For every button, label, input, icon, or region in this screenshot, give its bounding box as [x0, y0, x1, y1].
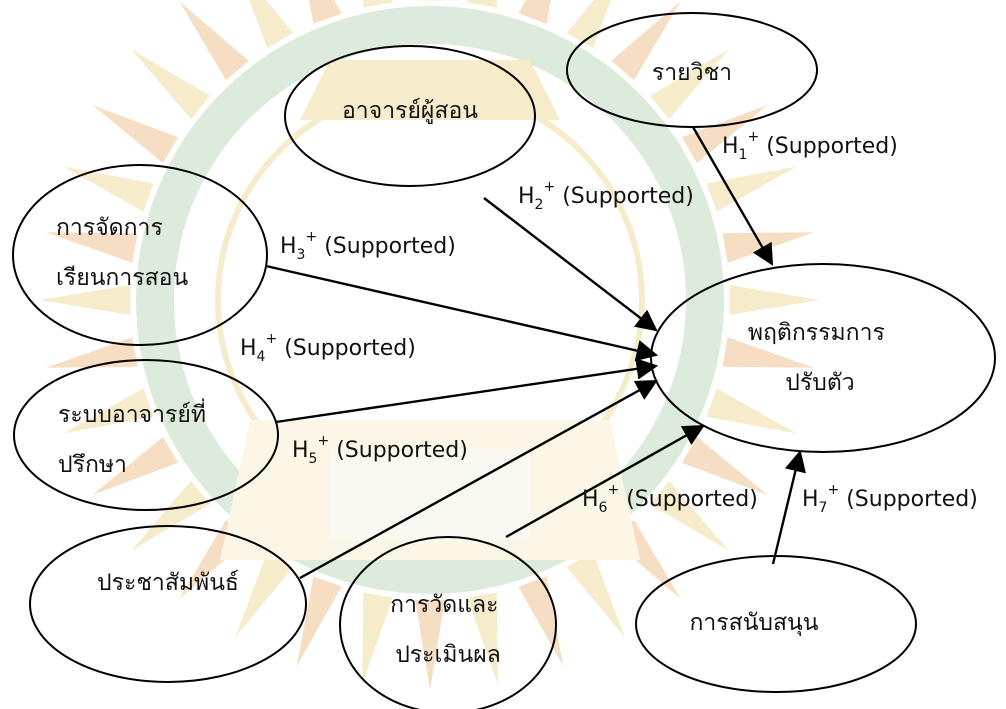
- seal-ray: [179, 1, 249, 81]
- seal-ray: [235, 551, 294, 638]
- seal-ray: [729, 285, 820, 315]
- seal-ray: [467, 592, 498, 685]
- node-support-label: การสนับสนุน: [689, 610, 818, 636]
- seal-ray: [649, 49, 729, 119]
- seal-ray: [467, 0, 497, 8]
- seal-ray: [40, 285, 131, 315]
- node-advisor: [13, 359, 279, 511]
- arrow-h4: [275, 358, 659, 424]
- node-support: [635, 555, 917, 693]
- seal-ray: [681, 105, 768, 164]
- node-teaching-label: การจัดการ เรียนการสอน: [56, 215, 188, 291]
- node-adaptation-label: พฤติกรรมการ ปรับตัว: [748, 320, 892, 396]
- seal-ray: [363, 0, 393, 8]
- arrow-h1: [691, 126, 774, 266]
- seal-ray: [611, 519, 681, 599]
- seal-ray: [706, 166, 797, 212]
- arrow-h5: [299, 379, 658, 580]
- seal-ray: [706, 388, 797, 434]
- seal-ray: [681, 436, 768, 495]
- seal-ray: [45, 232, 138, 263]
- node-instructor: [284, 45, 536, 187]
- seal-ray: [92, 436, 179, 495]
- node-course: [566, 12, 818, 128]
- seal-ray: [63, 388, 154, 434]
- arrow-h2: [483, 197, 658, 332]
- node-course-label: รายวิชา: [652, 60, 732, 86]
- seal-ray: [131, 49, 211, 119]
- node-evaluation: [339, 536, 557, 709]
- node-advisor-label: ระบบอาจารย์ที่ ปรึกษา: [58, 398, 213, 478]
- seal-ray: [296, 576, 342, 667]
- arrow-h7: [771, 449, 806, 565]
- node-pr-label: ประชาสัมพันธ์: [97, 569, 239, 596]
- hypothesis-h5-label: H5+ (Supported): [292, 433, 468, 467]
- seal-ray: [518, 0, 551, 24]
- seal-ray: [63, 166, 154, 212]
- seal-ray: [415, 599, 445, 690]
- node-teaching: [12, 164, 268, 346]
- seal-ray: [518, 576, 564, 667]
- university-seal-watermark: [40, 0, 820, 690]
- seal-ray: [249, 0, 294, 49]
- seal-ray: [649, 481, 729, 551]
- node-evaluation-label: การวัดและ ประเมินผล: [390, 592, 506, 668]
- seal-ray: [566, 0, 611, 49]
- node-pr: [29, 525, 307, 683]
- node-instructor-label: อาจารย์ผู้สอน: [342, 97, 478, 124]
- seal-ray: [309, 0, 342, 24]
- seal-ray: [179, 519, 249, 599]
- hypothesis-h4-label: H4+ (Supported): [240, 331, 416, 365]
- arrow-h6: [505, 424, 705, 539]
- arrow-h3: [265, 264, 659, 362]
- seal-ray: [362, 592, 393, 685]
- seal-ray: [566, 551, 625, 638]
- seal-ray: [45, 337, 138, 368]
- hypothesis-h6-label: H6+ (Supported): [582, 482, 758, 516]
- seal-ray: [722, 337, 815, 368]
- hypothesis-h7-label: H7+ (Supported): [802, 482, 978, 516]
- hypothesis-h2-label: H2+ (Supported): [518, 179, 694, 213]
- node-adaptation: [650, 263, 996, 453]
- seal-ray: [131, 481, 211, 551]
- seal-ray: [611, 1, 681, 81]
- seal-ray: [92, 105, 179, 164]
- hypothesis-h1-label: H1+ (Supported): [722, 129, 898, 163]
- hypothesis-h3-label: H3+ (Supported): [280, 229, 456, 263]
